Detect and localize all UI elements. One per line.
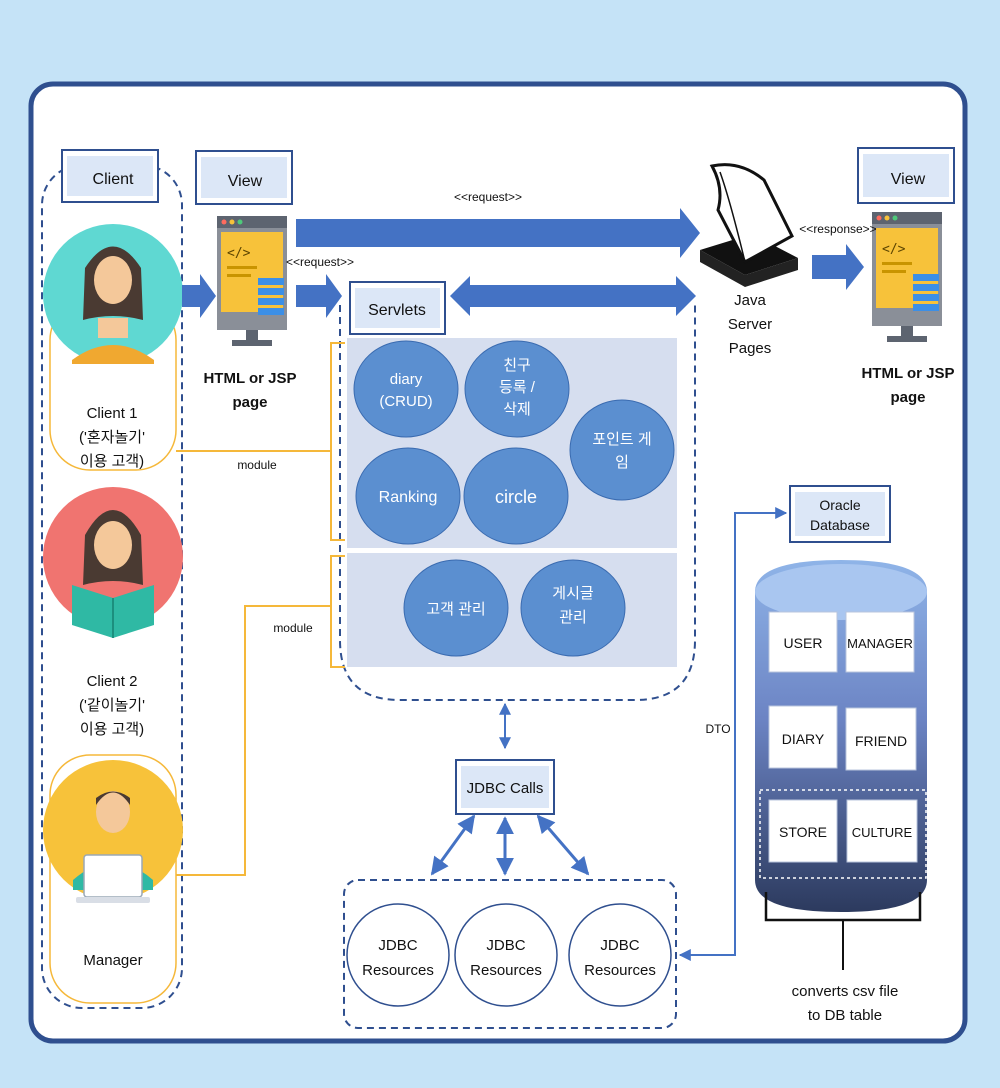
left-page-label-1: HTML or JSP xyxy=(203,370,296,387)
view-servlets-arrow xyxy=(296,274,342,318)
jdbc-resource-3-label-2: Resources xyxy=(584,962,656,979)
module-line-2 xyxy=(176,605,331,876)
view-left-label: View xyxy=(228,173,263,190)
module-circle: circle xyxy=(463,447,569,545)
jsp-label-3: Pages xyxy=(729,340,772,357)
module-customer: 고객 관리 xyxy=(403,559,509,657)
oracle-label-2: Database xyxy=(810,517,870,533)
client2-label-2: ('같이놀기' xyxy=(79,697,145,714)
module-point-label-2: 임 xyxy=(615,454,629,471)
left-page-label-2: page xyxy=(232,394,267,411)
view-right-box: View xyxy=(857,147,955,204)
response-label: <<response>> xyxy=(799,222,876,236)
module-diary: diary (CRUD) xyxy=(353,340,459,438)
module-customer-label: 고객 관리 xyxy=(426,601,485,618)
module-label-1: module xyxy=(237,458,277,472)
svg-text:</>: </> xyxy=(882,242,906,257)
table-friend-label: FRIEND xyxy=(855,733,907,749)
module-friend-label-3: 삭제 xyxy=(503,401,531,418)
module-panel-2 xyxy=(347,553,677,667)
jdbc-resource-1: JDBC Resources xyxy=(346,903,450,1007)
table-culture: CULTURE xyxy=(846,799,918,863)
request-top-label: <<request>> xyxy=(454,190,522,204)
table-diary: DIARY xyxy=(768,705,838,769)
module-diary-label-1: diary xyxy=(390,371,423,388)
module-post: 게시글 관리 xyxy=(520,559,626,657)
csv-tables-group xyxy=(759,789,927,879)
client1-avatar xyxy=(43,224,183,364)
right-page-label-1: HTML or JSP xyxy=(861,365,954,382)
left-page-icon: </> xyxy=(217,216,287,346)
module-diary-label-2: (CRUD) xyxy=(379,393,432,410)
module-label-2: module xyxy=(273,621,313,635)
response-arrow xyxy=(812,244,864,290)
module-friend-label-2: 등록 / xyxy=(499,379,536,396)
client1-label-3: 이용 고객) xyxy=(80,453,144,470)
csv-note-2: to DB table xyxy=(808,1007,882,1024)
jdbc-resource-1-label-2: Resources xyxy=(362,962,434,979)
table-user-label: USER xyxy=(784,635,823,651)
manager-label: Manager xyxy=(83,952,142,969)
jdbc-resource-3-label-1: JDBC xyxy=(600,937,639,954)
client2-label-3: 이용 고객) xyxy=(80,721,144,738)
csv-note-1: converts csv file xyxy=(792,983,899,1000)
table-diary-label: DIARY xyxy=(782,731,825,747)
module-post-label-2: 관리 xyxy=(559,609,587,626)
right-page-icon: </> xyxy=(872,212,942,342)
oracle-label-1: Oracle xyxy=(819,497,860,513)
client1-label-1: Client 1 xyxy=(87,405,138,422)
servlets-jsp-arrow xyxy=(450,276,696,316)
client-view-arrow xyxy=(182,274,216,318)
view-left-box: View xyxy=(195,150,293,205)
client2-avatar xyxy=(43,487,183,638)
right-page-label-2: page xyxy=(890,389,925,406)
table-store: STORE xyxy=(768,799,838,863)
request-top-arrow xyxy=(296,208,700,258)
jdbc-resource-3: JDBC Resources xyxy=(568,903,672,1007)
table-manager-label: MANAGER xyxy=(847,636,913,651)
table-friend: FRIEND xyxy=(845,707,917,771)
module-ranking-label: Ranking xyxy=(379,489,438,506)
client2-label-1: Client 2 xyxy=(87,673,138,690)
module-bracket-1 xyxy=(330,342,345,541)
module-point-label-1: 포인트 게 xyxy=(592,431,651,448)
table-manager: MANAGER xyxy=(845,611,915,673)
jdbc-resource-1-label-1: JDBC xyxy=(378,937,417,954)
jdbc-resources-group xyxy=(343,879,677,1029)
servlets-box: Servlets xyxy=(349,281,446,335)
table-store-label: STORE xyxy=(779,824,827,840)
module-ranking: Ranking xyxy=(355,447,461,545)
paper-stack-icon xyxy=(700,163,798,287)
client-box-label: Client xyxy=(93,171,134,188)
module-circle-label: circle xyxy=(495,487,537,507)
dto-connector xyxy=(678,507,788,961)
jdbc-resource-2: JDBC Resources xyxy=(454,903,558,1007)
jdbc-calls-label: JDBC Calls xyxy=(467,780,544,797)
servlets-label: Servlets xyxy=(368,302,426,319)
module-post-label-1: 게시글 xyxy=(552,585,594,602)
manager-outline xyxy=(49,754,177,1004)
jsp-label-2: Server xyxy=(728,316,772,333)
oracle-box: Oracle Database xyxy=(789,485,891,543)
client-box: Client xyxy=(61,149,159,203)
svg-text:</>: </> xyxy=(227,246,251,261)
module-bracket-2 xyxy=(330,555,345,668)
dto-label: DTO xyxy=(705,722,730,736)
table-user: USER xyxy=(768,611,838,673)
jdbc-resource-2-label-1: JDBC xyxy=(486,937,525,954)
jdbc-calls-box: JDBC Calls xyxy=(455,759,555,815)
manager-avatar xyxy=(43,760,183,903)
module-friend: 친구 등록 / 삭제 xyxy=(464,340,570,438)
jdbc-resource-connector-1 xyxy=(430,814,476,876)
table-culture-label: CULTURE xyxy=(852,825,913,840)
request-mid-label: <<request>> xyxy=(286,255,354,269)
jsp-label-1: Java xyxy=(734,292,766,309)
module-point-game: 포인트 게 임 xyxy=(569,399,675,501)
client1-label-2: ('혼자놀기' xyxy=(79,429,145,446)
jdbc-resource-connector-3 xyxy=(536,814,590,876)
module-friend-label-1: 친구 xyxy=(503,357,531,374)
view-right-label: View xyxy=(891,171,926,188)
jdbc-resource-2-label-2: Resources xyxy=(470,962,542,979)
